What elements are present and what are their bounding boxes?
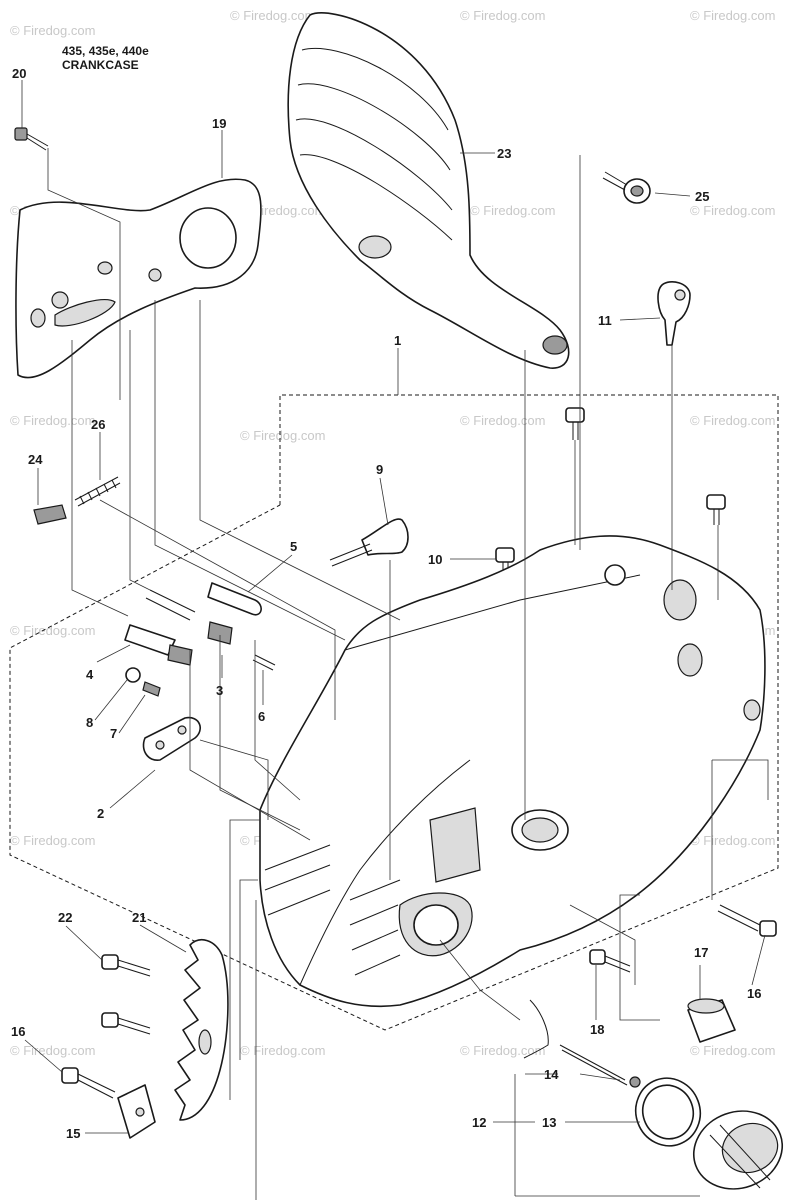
callout-12: 12 xyxy=(472,1115,486,1130)
assembly-boundary xyxy=(9,394,779,1031)
diagram-section-title: CRANKCASE xyxy=(62,58,139,72)
callout-3: 3 xyxy=(216,683,223,698)
callout-16-right: 16 xyxy=(747,986,761,1001)
crankcase-body xyxy=(259,535,766,1008)
callout-23: 23 xyxy=(497,146,511,161)
watermark: © Firedog.com xyxy=(230,8,315,23)
bolt-top-b xyxy=(706,494,726,525)
watermark: © Firedog.com xyxy=(470,203,555,218)
bracket-2 xyxy=(142,716,201,761)
watermark: © Firedog.com xyxy=(460,413,545,428)
pad-24 xyxy=(33,504,67,525)
callout-5: 5 xyxy=(290,539,297,554)
callout-labels: 20 19 23 25 11 1 26 24 9 5 10 4 3 6 8 7 … xyxy=(11,66,761,1141)
grommet-17 xyxy=(687,998,736,1043)
callout-14: 14 xyxy=(544,1067,559,1082)
watermark: © Firedog.com xyxy=(10,623,95,638)
front-hand-guard xyxy=(287,12,570,369)
bolt-22 xyxy=(101,954,151,1035)
clip-11 xyxy=(657,281,691,346)
callout-13: 13 xyxy=(542,1115,556,1130)
bolt-16-right xyxy=(717,904,777,937)
callout-17: 17 xyxy=(694,945,708,960)
block-3 xyxy=(167,621,233,666)
callout-10: 10 xyxy=(428,552,442,567)
bolt-18 xyxy=(589,949,631,973)
spring-26 xyxy=(74,476,121,507)
callout-11: 11 xyxy=(598,313,612,328)
watermark: © Firedog.com xyxy=(690,833,775,848)
watermark: © Firedog.com xyxy=(240,1043,325,1058)
pin-7 xyxy=(142,681,161,697)
callout-20: 20 xyxy=(12,66,26,81)
callout-26: 26 xyxy=(91,417,105,432)
callout-22: 22 xyxy=(58,910,72,925)
callout-8: 8 xyxy=(86,715,93,730)
tank-cap-12 xyxy=(692,1110,784,1190)
callout-2: 2 xyxy=(97,806,104,821)
watermark: © Firedog.com xyxy=(460,8,545,23)
watermark: © Firedog.com xyxy=(10,833,95,848)
diagram-model-title: 435, 435e, 440e xyxy=(62,44,149,58)
callout-9: 9 xyxy=(376,462,383,477)
bolt-top-a xyxy=(565,407,585,440)
watermark: © Firedog.com xyxy=(10,23,95,38)
callout-6: 6 xyxy=(258,709,265,724)
callout-16-left: 16 xyxy=(11,1024,25,1039)
callout-18: 18 xyxy=(590,1022,604,1037)
watermark: © Firedog.com xyxy=(10,1043,95,1058)
watermark: © Firedog.com xyxy=(240,428,325,443)
plate-15 xyxy=(117,1084,156,1139)
pin-6 xyxy=(252,654,276,671)
pin-5 xyxy=(207,582,262,616)
bolt-16-left xyxy=(61,1067,116,1099)
bumper-spike-21 xyxy=(174,939,229,1121)
callout-24: 24 xyxy=(28,452,43,467)
leader-lines xyxy=(21,80,769,1200)
watermark: © Firedog.com xyxy=(690,8,775,23)
screw-20 xyxy=(14,127,49,151)
watermark: © Firedog.com xyxy=(10,413,95,428)
callout-4: 4 xyxy=(86,667,94,682)
watermark: © Firedog.com xyxy=(460,1043,545,1058)
callout-21: 21 xyxy=(132,910,146,925)
callout-1: 1 xyxy=(394,333,401,348)
washer-8 xyxy=(125,667,141,683)
watermark: © Firedog.com xyxy=(690,413,775,428)
callout-19: 19 xyxy=(212,116,226,131)
bolt-4 xyxy=(124,589,196,656)
watermark: © Firedog.com xyxy=(690,1043,775,1058)
callout-25: 25 xyxy=(695,189,709,204)
watermark: © Firedog.com xyxy=(690,203,775,218)
lever-9 xyxy=(329,518,409,567)
callout-15: 15 xyxy=(66,1126,80,1141)
bolt-25 xyxy=(602,171,651,204)
side-cover-plate xyxy=(15,178,262,379)
callout-7: 7 xyxy=(110,726,117,741)
o-ring-13 xyxy=(634,1077,702,1147)
